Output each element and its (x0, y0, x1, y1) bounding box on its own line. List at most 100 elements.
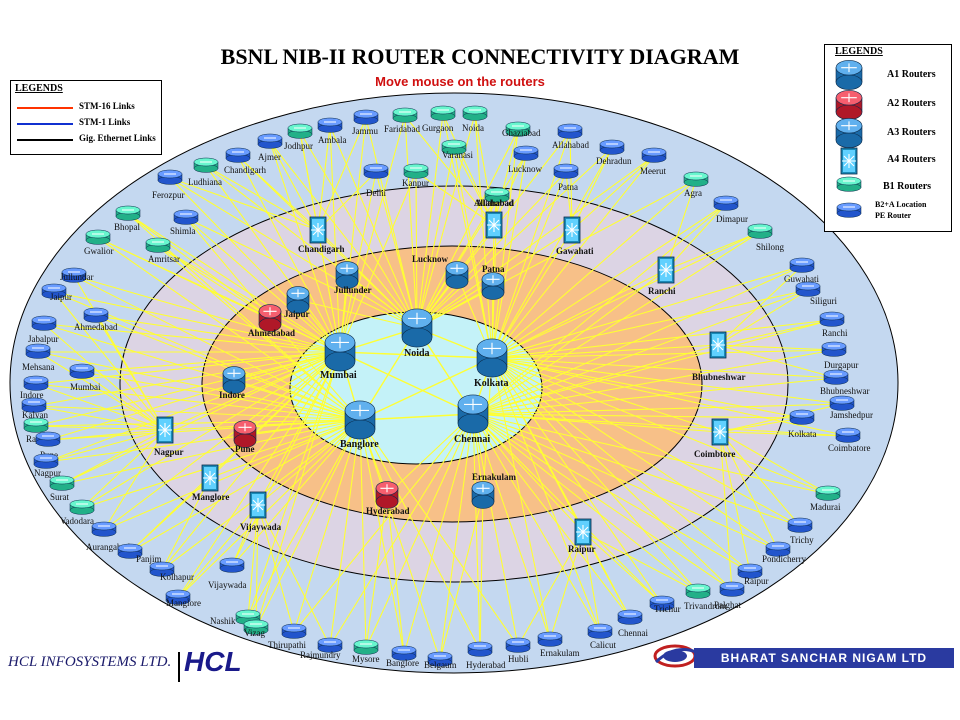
outer-router-allahabad[interactable]: Allahabad (476, 187, 513, 208)
inner-router-hyderabad[interactable]: Hyderabad (366, 481, 410, 516)
outer-router-lucknow[interactable]: Lucknow (508, 145, 542, 174)
outer-router-raipur[interactable]: Raipur (737, 563, 769, 586)
link-line (416, 147, 455, 329)
outer-router-kolkata[interactable]: Kolkata (788, 409, 817, 439)
outer-router-durgapur[interactable]: Durgapur (821, 341, 858, 370)
inner-router-indore[interactable]: Indore (219, 366, 246, 400)
outer-router-hyderabad[interactable]: Hyderabad (466, 641, 506, 670)
outer-router-aurangabad[interactable]: Aurangabad (86, 521, 130, 552)
outer-router-delhi[interactable]: Delhi (363, 163, 389, 198)
outer-router-kolhapur[interactable]: Kolhapur (149, 561, 194, 582)
core-router-chennai[interactable]: Chennai (454, 394, 490, 445)
outer-router-banglore[interactable]: Banglore (386, 645, 419, 668)
core-router-kolkata[interactable]: Kolkata (474, 338, 508, 389)
outer-router-ahmedabad[interactable]: Ahmedabad (74, 307, 118, 332)
outer-router-varanasi[interactable]: Varanasi (441, 139, 473, 160)
outer-router-coimbatore[interactable]: Coimbatore (828, 427, 871, 453)
core-router-noida[interactable]: Noida (401, 308, 433, 359)
outer-router-shilong[interactable]: Shilong (747, 223, 785, 252)
router-label: Nashik (210, 616, 236, 626)
outer-router-meerut[interactable]: Meerut (640, 147, 666, 176)
outer-router-thirupathi[interactable]: Thirupathi (268, 623, 306, 650)
outer-router-amritsar[interactable]: Amritsar (145, 237, 180, 264)
outer-router-kalyan[interactable]: Kalyan (21, 397, 48, 420)
outer-router-madurai[interactable]: Madurai (810, 485, 841, 512)
outer-router-mumbai[interactable]: Mumbai (69, 363, 101, 392)
outer-router-trichy[interactable]: Trichy (787, 517, 814, 545)
outer-router-jabalpur[interactable]: Jabalpur (28, 315, 59, 344)
a4-router-coimbtore[interactable]: Coimbtore (694, 418, 735, 459)
outer-router-vijaywada[interactable]: Vijaywada (208, 557, 246, 590)
outer-router-rajmundry[interactable]: Rajmundry (300, 637, 343, 660)
outer-router-manglore[interactable]: Manglore (165, 589, 201, 608)
outer-router-trivandrum[interactable]: Trivandrum (684, 583, 727, 611)
outer-router-ludhiana[interactable]: Ludhiana (188, 157, 222, 187)
core-router-banglore[interactable]: Banglore (340, 400, 379, 450)
outer-router-jullundar[interactable]: Jullundar (60, 267, 94, 283)
outer-router-agra[interactable]: Agra (683, 171, 709, 198)
outer-router-hubli[interactable]: Hubli (505, 637, 531, 664)
outer-router-indore[interactable]: Indore (20, 375, 49, 400)
outer-router-trichur[interactable]: Trichur (649, 595, 681, 614)
outer-router-surat[interactable]: Surat (49, 475, 75, 502)
a4-router-nagpur[interactable]: Nagpur (154, 416, 184, 457)
outer-router-belgaum[interactable]: Belgaum (424, 651, 457, 670)
outer-router-jaipur[interactable]: Jaipur (41, 283, 72, 302)
outer-router-bhubneshwar[interactable]: Bhubneshwar (820, 369, 870, 396)
inner-router-jaipur[interactable]: Jaipur (284, 286, 310, 319)
outer-router-dehradun[interactable]: Dehradun (596, 139, 632, 166)
outer-router-chennai[interactable]: Chennai (617, 609, 648, 638)
outer-router-patna[interactable]: Patna (553, 163, 579, 192)
inner-router-lucknow[interactable]: Lucknow (412, 254, 469, 289)
core-router-mumbai[interactable]: Mumbai (320, 332, 357, 381)
outer-router-kanpur[interactable]: Kanpur (402, 163, 429, 188)
outer-router-guwahati[interactable]: Guwahati (784, 257, 819, 284)
outer-router-ernakulam[interactable]: Ernakulam (537, 631, 580, 658)
outer-router-gwalior[interactable]: Gwalior (84, 229, 114, 256)
outer-router-dimapur[interactable]: Dimapur (713, 195, 748, 224)
outer-router-faridabad[interactable]: Faridabad (384, 107, 420, 134)
a4-router-allahabad[interactable]: Allahabad (474, 198, 514, 239)
outer-router-chandigarh[interactable]: Chandigarh (224, 147, 266, 175)
outer-router-siliguri[interactable]: Siliguri (795, 281, 838, 306)
outer-router-gurgaon[interactable]: Gurgaon (422, 105, 456, 133)
a4-router-vijaywada[interactable]: Vijaywada (240, 491, 282, 532)
outer-router-palghat[interactable]: Palghat (714, 581, 745, 610)
a4-router-manglore[interactable]: Manglore (192, 464, 229, 502)
outer-router-ghaziabad[interactable]: Ghaziabad (502, 121, 541, 138)
outer-router-mysore[interactable]: Mysore (352, 639, 380, 664)
a4-router-bhubneshwar[interactable]: Bhubneshwar (692, 331, 746, 382)
link-line (719, 431, 829, 495)
inner-router-jullunder[interactable]: Jullunder (334, 261, 372, 295)
outer-router-ferozpur[interactable]: Ferozpur (152, 169, 185, 200)
outer-router-noida[interactable]: Noida (462, 105, 488, 133)
outer-router-nagpur[interactable]: Nagpur (33, 453, 61, 478)
a4-router-chandigarh[interactable]: Chandigarh (298, 216, 345, 254)
inner-router-ernakulam[interactable]: Ernakulam (471, 472, 517, 509)
outer-router-ambala[interactable]: Ambala (317, 117, 347, 145)
link-line (479, 494, 484, 651)
outer-router-allahabad[interactable]: Allahabad (552, 123, 589, 150)
router-label: Trichur (654, 604, 681, 614)
inner-router-ahmedabad[interactable]: Ahmedabad (248, 304, 295, 338)
outer-router-jammu[interactable]: Jammu (352, 109, 378, 136)
inner-router-pune[interactable]: Pune (233, 420, 257, 454)
outer-router-shimla[interactable]: Shimla (170, 209, 199, 236)
link-line (47, 429, 166, 441)
a4-router-raipur[interactable]: Raipur (568, 518, 596, 554)
inner-router-patna[interactable]: Patna (481, 264, 505, 300)
outer-router-vizag[interactable]: Vizag (243, 619, 269, 638)
a4-router-ranchi[interactable]: Ranchi (648, 256, 676, 296)
outer-router-ajmer[interactable]: Ajmer (257, 133, 283, 162)
outer-router-panjim[interactable]: Panjim (117, 543, 162, 564)
outer-router-nashik[interactable]: Nashik (210, 609, 261, 626)
outer-router-calicut[interactable]: Calicut (587, 623, 616, 650)
outer-router-bhopal[interactable]: Bhopal (114, 205, 140, 232)
a4-router-gawahati[interactable]: Gawahati (556, 216, 594, 256)
outer-router-vadodara[interactable]: Vadodara (60, 499, 95, 526)
outer-router-ranchi[interactable]: Ranchi (819, 311, 848, 338)
outer-router-pondicherry[interactable]: Pondicherry (762, 541, 806, 564)
outer-router-mehsana[interactable]: Mehsana (22, 343, 55, 372)
outer-router-jamshedpur[interactable]: Jamshedpur (829, 395, 873, 420)
outer-router-jodhpur[interactable]: Jodhpur (284, 123, 313, 151)
